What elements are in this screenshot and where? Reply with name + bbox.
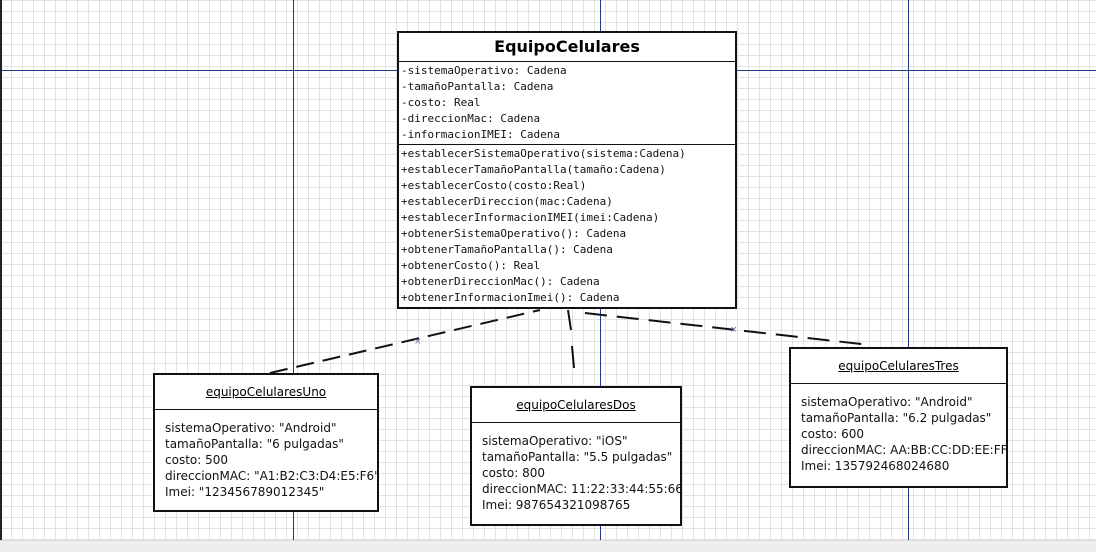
object-slot[interactable]: sistemaOperativo: "iOS" [482, 434, 628, 448]
status-bar [0, 540, 1096, 552]
dependency-link-uno[interactable] [269, 309, 541, 374]
object-slot[interactable]: costo: 800 [482, 466, 545, 480]
object-slot[interactable]: costo: 500 [165, 453, 228, 467]
class-name: EquipoCelulares [399, 33, 735, 62]
class-operation[interactable]: +obtenerInformacionImei(): Cadena [401, 291, 620, 304]
class-equipo-celulares[interactable]: EquipoCelulares -sistemaOperativo: Caden… [397, 31, 737, 309]
class-operations: +establecerSistemaOperativo(sistema:Cade… [399, 145, 735, 307]
class-operation[interactable]: +establecerSistemaOperativo(sistema:Cade… [401, 147, 686, 160]
class-attribute[interactable]: -tamañoPantalla: Cadena [401, 80, 554, 93]
object-slot[interactable]: tamañoPantalla: "5.5 pulgadas" [482, 450, 673, 464]
object-slot[interactable]: costo: 600 [801, 427, 864, 441]
class-operation[interactable]: +establecerDireccion(mac:Cadena) [401, 195, 613, 208]
object-equipo-celulares-dos[interactable]: equipoCelularesDos sistemaOperativo: "iO… [470, 386, 683, 526]
object-slot[interactable]: direccionMAC: AA:BB:CC:DD:EE:FF [801, 443, 1008, 457]
class-operation[interactable]: +obtenerTamañoPantalla(): Cadena [401, 243, 613, 256]
class-operation[interactable]: +establecerInformacionIMEI(imei:Cadena) [401, 211, 660, 224]
class-attribute[interactable]: -sistemaOperativo: Cadena [401, 64, 567, 77]
dependency-link-dos[interactable] [567, 309, 575, 369]
link-bend-marker: × [414, 337, 422, 347]
page-guide-vertical [908, 0, 909, 540]
object-slots: sistemaOperativo: "iOS" tamañoPantalla: "… [472, 423, 683, 519]
class-attribute[interactable]: -informacionIMEI: Cadena [401, 128, 560, 141]
object-slot[interactable]: direccionMAC: "A1:B2:C3:D4:E5:F6" [165, 469, 380, 483]
link-bend-marker: × [730, 325, 738, 335]
page-guide-vertical [293, 0, 294, 540]
object-equipo-celulares-tres[interactable]: equipoCelularesTres sistemaOperativo: "A… [789, 347, 1008, 488]
class-attribute[interactable]: -direccionMac: Cadena [401, 112, 541, 125]
object-name: equipoCelularesTres [838, 359, 959, 373]
object-slot[interactable]: Imei: 987654321098765 [482, 498, 631, 512]
object-slot[interactable]: Imei: 135792468024680 [801, 459, 950, 473]
object-slot[interactable]: tamañoPantalla: "6.2 pulgadas" [801, 411, 992, 425]
object-slot[interactable]: sistemaOperativo: "Android" [165, 421, 337, 435]
page-guide-horizontal [737, 70, 1096, 71]
object-slot[interactable]: sistemaOperativo: "Android" [801, 395, 973, 409]
object-slots: sistemaOperativo: "Android" tamañoPantall… [791, 384, 1008, 480]
class-attributes: -sistemaOperativo: Cadena -tamañoPantalla… [399, 62, 735, 145]
object-name: equipoCelularesDos [516, 398, 636, 412]
class-operation[interactable]: +obtenerCosto(): Real [401, 259, 541, 272]
dependency-link-tres[interactable] [584, 312, 871, 346]
page-guide-horizontal [2, 70, 397, 71]
canvas-left-edge [0, 0, 2, 540]
object-equipo-celulares-uno[interactable]: equipoCelularesUno sistemaOperativo: "An… [153, 373, 380, 512]
object-slots: sistemaOperativo: "Android" tamañoPantall… [155, 410, 380, 506]
class-attribute[interactable]: -costo: Real [401, 96, 481, 109]
object-slot[interactable]: direccionMAC: 11:22:33:44:55:66 [482, 482, 683, 496]
object-slot[interactable]: Imei: "123456789012345" [165, 485, 325, 499]
class-operation[interactable]: +establecerTamañoPantalla(tamaño:Cadena) [401, 163, 666, 176]
class-operation[interactable]: +obtenerDireccionMac(): Cadena [401, 275, 600, 288]
class-operation[interactable]: +establecerCosto(costo:Real) [401, 179, 587, 192]
object-slot[interactable]: tamañoPantalla: "6 pulgadas" [165, 437, 344, 451]
class-operation[interactable]: +obtenerSistemaOperativo(): Cadena [401, 227, 627, 240]
object-name: equipoCelularesUno [205, 385, 327, 399]
